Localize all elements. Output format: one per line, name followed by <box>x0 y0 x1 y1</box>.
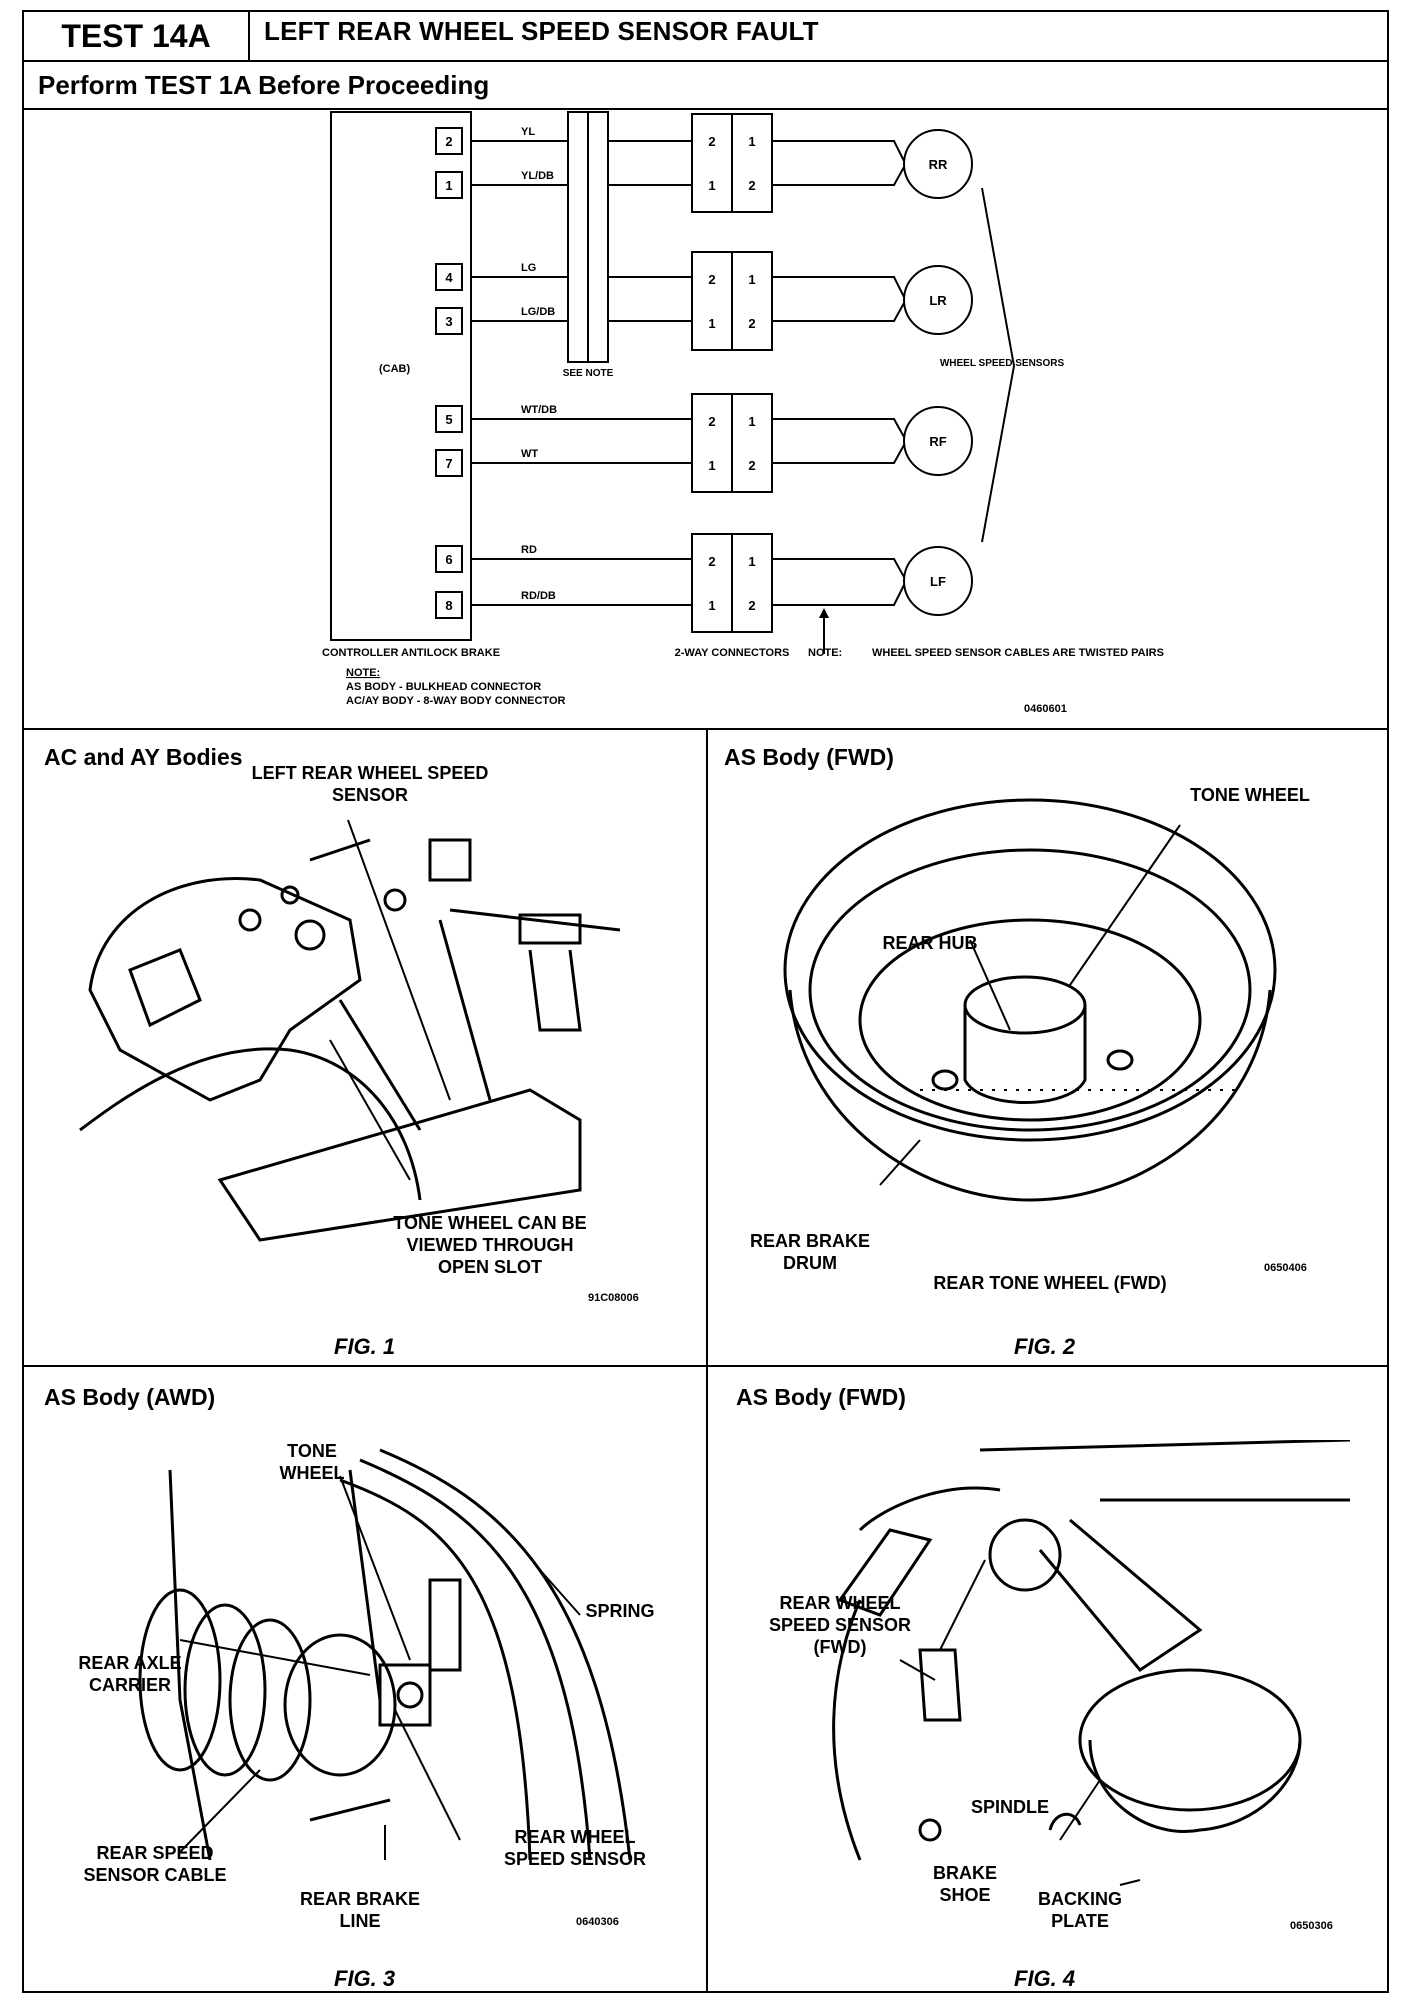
fig3-illustration <box>138 1448 632 1861</box>
page-subtitle: Perform TEST 1A Before Proceeding <box>38 70 490 100</box>
note-heading: NOTE: <box>346 667 380 679</box>
page-frame <box>22 10 1389 1993</box>
connector-pin: 1 <box>708 178 715 193</box>
controller-label: CONTROLLER ANTILOCK BRAKE <box>322 647 500 659</box>
fig2-code: 0650406 <box>1264 1262 1307 1274</box>
fig3-title: AS Body (AWD) <box>44 1384 216 1410</box>
connector-pin: 1 <box>708 458 715 473</box>
wire-label: RD <box>521 544 537 556</box>
pin-label: 2 <box>445 134 452 149</box>
connector-pin: 1 <box>748 134 755 149</box>
fig1-tone-label: TONE WHEEL CAN BE VIEWED THROUGH OPEN SL… <box>393 1213 587 1277</box>
sensor-rr: RR <box>929 157 948 172</box>
header-divider <box>22 60 1389 62</box>
figures-column-divider <box>706 728 708 1993</box>
test-id: TEST 14A <box>61 17 211 54</box>
pin-label: 7 <box>445 456 452 471</box>
pin-label: 3 <box>445 314 452 329</box>
fig1-title: AC and AY Bodies <box>44 744 243 770</box>
figures-divider <box>22 1365 1389 1367</box>
connector-pin: 2 <box>708 554 715 569</box>
connector-pin: 2 <box>708 134 715 149</box>
note-label: NOTE: <box>808 647 842 659</box>
pin-label: 4 <box>445 270 453 285</box>
subtitle-divider <box>22 108 1389 110</box>
connector-pin: 2 <box>708 414 715 429</box>
wire-label: LG/DB <box>521 306 555 318</box>
fig2-drum-label: REAR BRAKE DRUM <box>749 1231 870 1273</box>
cab-label: (CAB) <box>379 363 410 375</box>
wheel-speed-sensors-label: WHEEL SPEED SENSORS <box>940 358 1065 369</box>
page-title: LEFT REAR WHEEL SPEED SENSOR FAULT <box>264 16 819 46</box>
wire-label: LG <box>521 262 536 274</box>
fig3-carrier-label: REAR AXLE CARRIER <box>78 1653 182 1695</box>
wire-label: WT <box>521 448 538 460</box>
connector-pin: 2 <box>748 598 755 613</box>
fig2-hub-label: REAR HUB <box>882 933 978 953</box>
connector-pin: 2 <box>748 316 755 331</box>
connector-pin: 1 <box>748 272 755 287</box>
fig3-sensor-label: REAR WHEEL SPEED SENSOR <box>503 1827 647 1869</box>
fig3-caption: FIG. 3 <box>334 1966 396 1991</box>
fig3-tone-label: TONE WHEEL <box>279 1441 345 1483</box>
connectors-label: 2-WAY CONNECTORS <box>675 647 790 659</box>
fig1-code: 91C08006 <box>588 1292 639 1304</box>
header-id-divider <box>248 10 250 60</box>
fig2-title: AS Body (FWD) <box>724 744 894 770</box>
fig4-plate-label: BACKING PLATE <box>1038 1889 1122 1931</box>
connector-pin: 2 <box>748 458 755 473</box>
connector-pin: 1 <box>748 554 755 569</box>
connector-pin: 1 <box>708 316 715 331</box>
note-text: WHEEL SPEED SENSOR CABLES ARE TWISTED PA… <box>872 647 1164 659</box>
note-line2: AC/AY BODY - 8-WAY BODY CONNECTOR <box>346 695 565 707</box>
connector-pin: 2 <box>708 272 715 287</box>
fig4-code: 0650306 <box>1290 1920 1333 1932</box>
see-note-label: SEE NOTE <box>563 368 614 379</box>
fig4-sensor-label: REAR WHEEL SPEED SENSOR (FWD) <box>768 1593 912 1657</box>
diagram-divider <box>22 728 1389 730</box>
connector-pin: 1 <box>748 414 755 429</box>
wiring-diagram: 2 1 4 3 5 7 6 8 2 1 2 1 2 1 2 1 1 2 1 2 … <box>322 111 1164 715</box>
fig4-spindle-label: SPINDLE <box>970 1797 1049 1817</box>
wire-label: YL <box>521 126 535 138</box>
diagram-code: 0460601 <box>1024 703 1067 715</box>
fig3-spring-label: SPRING <box>585 1601 655 1621</box>
fig1-caption: FIG. 1 <box>334 1334 396 1359</box>
fig4-illustration <box>832 1440 1351 1886</box>
fig3-line-label: REAR BRAKE LINE <box>300 1889 421 1931</box>
fig4-title: AS Body (FWD) <box>736 1384 906 1410</box>
pin-label: 5 <box>445 412 452 427</box>
fig4-shoe-label: BRAKE SHOE <box>932 1863 997 1905</box>
connector-pin: 1 <box>708 598 715 613</box>
fig2-bottom-label: REAR TONE WHEEL (FWD) <box>933 1273 1167 1293</box>
pin-label: 6 <box>445 552 452 567</box>
fig1-illustration <box>79 819 621 1242</box>
sensor-lf: LF <box>930 574 946 589</box>
sensor-rf: RF <box>929 434 946 449</box>
fig3-code: 0640306 <box>576 1916 619 1928</box>
wire-label: RD/DB <box>521 590 556 602</box>
pin-label: 1 <box>445 178 452 193</box>
fig2-tone-label: TONE WHEEL <box>1190 785 1310 805</box>
controller-box <box>330 111 472 641</box>
note-line1: AS BODY - BULKHEAD CONNECTOR <box>346 681 541 693</box>
connector-pin: 2 <box>748 178 755 193</box>
fig2-illustration <box>783 798 1277 1202</box>
wire-label: YL/DB <box>521 170 554 182</box>
fig4-caption: FIG. 4 <box>1014 1966 1076 1991</box>
sensor-lr: LR <box>929 293 947 308</box>
pin-label: 8 <box>445 598 452 613</box>
fig1-sensor-label: LEFT REAR WHEEL SPEED SENSOR <box>251 763 489 805</box>
fig3-cable-label: REAR SPEED SENSOR CABLE <box>83 1843 227 1885</box>
fig2-caption: FIG. 2 <box>1014 1334 1076 1359</box>
wire-label: WT/DB <box>521 404 557 416</box>
